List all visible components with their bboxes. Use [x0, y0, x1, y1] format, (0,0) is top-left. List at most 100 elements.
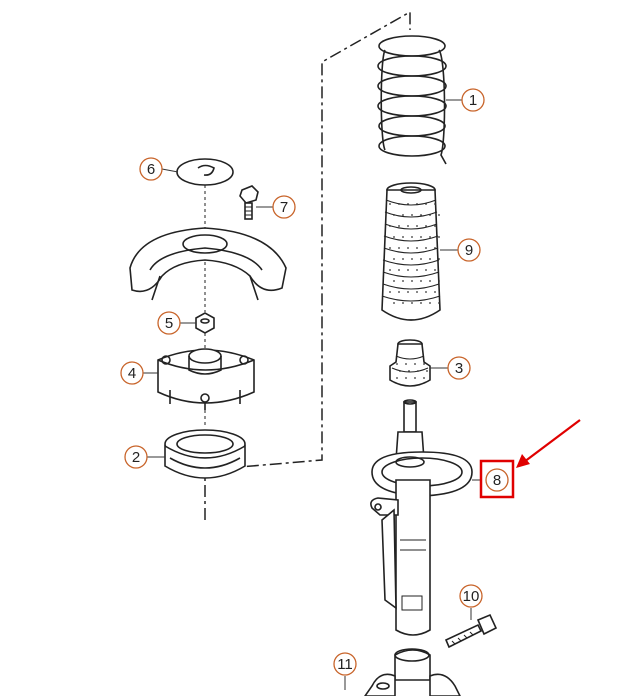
- boot-texture-dot: [398, 269, 400, 271]
- boot-texture-dot: [393, 302, 395, 304]
- boot-texture-dot: [425, 225, 427, 227]
- bump-stop-texture-dot: [414, 363, 416, 365]
- callout-3-label: 3: [455, 360, 463, 377]
- bump-stop-texture-dot: [405, 363, 407, 365]
- boot-texture-dot: [438, 214, 440, 216]
- boot-texture-dot: [402, 214, 404, 216]
- bump-stop-texture-dot: [396, 363, 398, 365]
- boot-texture-dot: [429, 280, 431, 282]
- part-3-bump-stop: [389, 339, 431, 387]
- callout-8: 8: [479, 459, 515, 499]
- heat-shield: [129, 227, 287, 312]
- boot-texture-dot: [438, 280, 440, 282]
- pointer-arrow: [516, 419, 581, 468]
- boot-texture-dot: [389, 269, 391, 271]
- boot-texture-dot: [411, 280, 413, 282]
- part-2-strut-bearing: [164, 429, 246, 479]
- part-1-coil-spring: [377, 35, 447, 165]
- callout-5-label: 5: [165, 315, 173, 332]
- boot-texture-dot: [389, 203, 391, 205]
- part-6-cap: [176, 158, 234, 232]
- boot-texture-dot: [416, 291, 418, 293]
- callout-2: 2: [124, 445, 148, 469]
- boot-texture-dot: [420, 302, 422, 304]
- boot-texture-dot: [425, 247, 427, 249]
- boot-texture-dot: [429, 302, 431, 304]
- boot-texture-dot: [438, 302, 440, 304]
- bump-stop-texture-dot: [423, 363, 425, 365]
- boot-texture-dot: [411, 258, 413, 260]
- callout-9: 9: [457, 238, 481, 262]
- boot-texture-dot: [416, 225, 418, 227]
- callout-4: 4: [120, 361, 144, 385]
- boot-texture-dot: [434, 269, 436, 271]
- boot-texture-dot: [402, 302, 404, 304]
- boot-texture-dot: [416, 247, 418, 249]
- boot-texture-dot: [407, 225, 409, 227]
- callout-3: 3: [447, 356, 471, 380]
- boot-texture-dot: [407, 291, 409, 293]
- boot-texture-dot: [411, 214, 413, 216]
- boot-texture-dot: [393, 214, 395, 216]
- part-5-nut: [195, 312, 215, 350]
- callout-4-label: 4: [128, 365, 136, 382]
- bump-stop-texture-dot: [396, 377, 398, 379]
- callout-1-label: 1: [469, 92, 477, 109]
- boot-texture-dot: [434, 247, 436, 249]
- boot-texture-dot: [416, 269, 418, 271]
- boot-texture-dot: [407, 203, 409, 205]
- boot-texture-dot: [389, 247, 391, 249]
- boot-texture-dot: [402, 258, 404, 260]
- boot-texture-dot: [438, 258, 440, 260]
- callout-11: 11: [333, 652, 357, 676]
- boot-texture-dot: [411, 302, 413, 304]
- boot-texture-dot: [420, 214, 422, 216]
- bump-stop-texture-dot: [423, 377, 425, 379]
- boot-texture-dot: [420, 258, 422, 260]
- callout-2-label: 2: [132, 449, 140, 466]
- boot-texture-dot: [434, 203, 436, 205]
- leader-lines: [143, 99, 482, 690]
- boot-texture-dot: [429, 236, 431, 238]
- bump-stop-texture-dot: [405, 377, 407, 379]
- boot-texture-dot: [393, 280, 395, 282]
- boot-texture-dot: [402, 236, 404, 238]
- part-8-shock-absorber-strut: [364, 399, 473, 696]
- part-10-bolt: [444, 613, 498, 649]
- callout-10-label: 10: [463, 588, 480, 605]
- boot-texture-dot: [389, 291, 391, 293]
- boot-texture-dot: [429, 214, 431, 216]
- boot-texture-dot: [438, 236, 440, 238]
- boot-texture-dot: [416, 203, 418, 205]
- callout-7-label: 7: [280, 199, 288, 216]
- callout-5: 5: [157, 311, 181, 335]
- boot-texture-dot: [425, 291, 427, 293]
- boot-texture-dot: [420, 280, 422, 282]
- boot-texture-dot: [398, 225, 400, 227]
- boot-texture-dot: [398, 203, 400, 205]
- boot-texture-dot: [393, 236, 395, 238]
- part-7-bolt: [239, 185, 259, 220]
- boot-texture-dot: [420, 236, 422, 238]
- boot-texture-dot: [411, 236, 413, 238]
- boot-texture-dot: [398, 247, 400, 249]
- boot-texture-dot: [398, 291, 400, 293]
- bump-stop-texture-dot: [417, 370, 419, 372]
- bump-stop-texture-dot: [399, 370, 401, 372]
- boot-texture-dot: [434, 225, 436, 227]
- bump-stop-texture-dot: [426, 370, 428, 372]
- callout-10: 10: [459, 584, 483, 608]
- boot-texture-dot: [425, 203, 427, 205]
- boot-texture-dot: [425, 269, 427, 271]
- callout-11-label: 11: [337, 656, 353, 673]
- boot-texture-dot: [402, 280, 404, 282]
- boot-texture-dot: [393, 258, 395, 260]
- callout-7: 7: [272, 195, 296, 219]
- callout-6-label: 6: [147, 161, 155, 178]
- boot-texture-dot: [389, 225, 391, 227]
- bump-stop-texture-dot: [414, 377, 416, 379]
- boot-texture-dot: [429, 258, 431, 260]
- callout-9-label: 9: [465, 242, 473, 259]
- part-4-strut-mount: [157, 348, 255, 428]
